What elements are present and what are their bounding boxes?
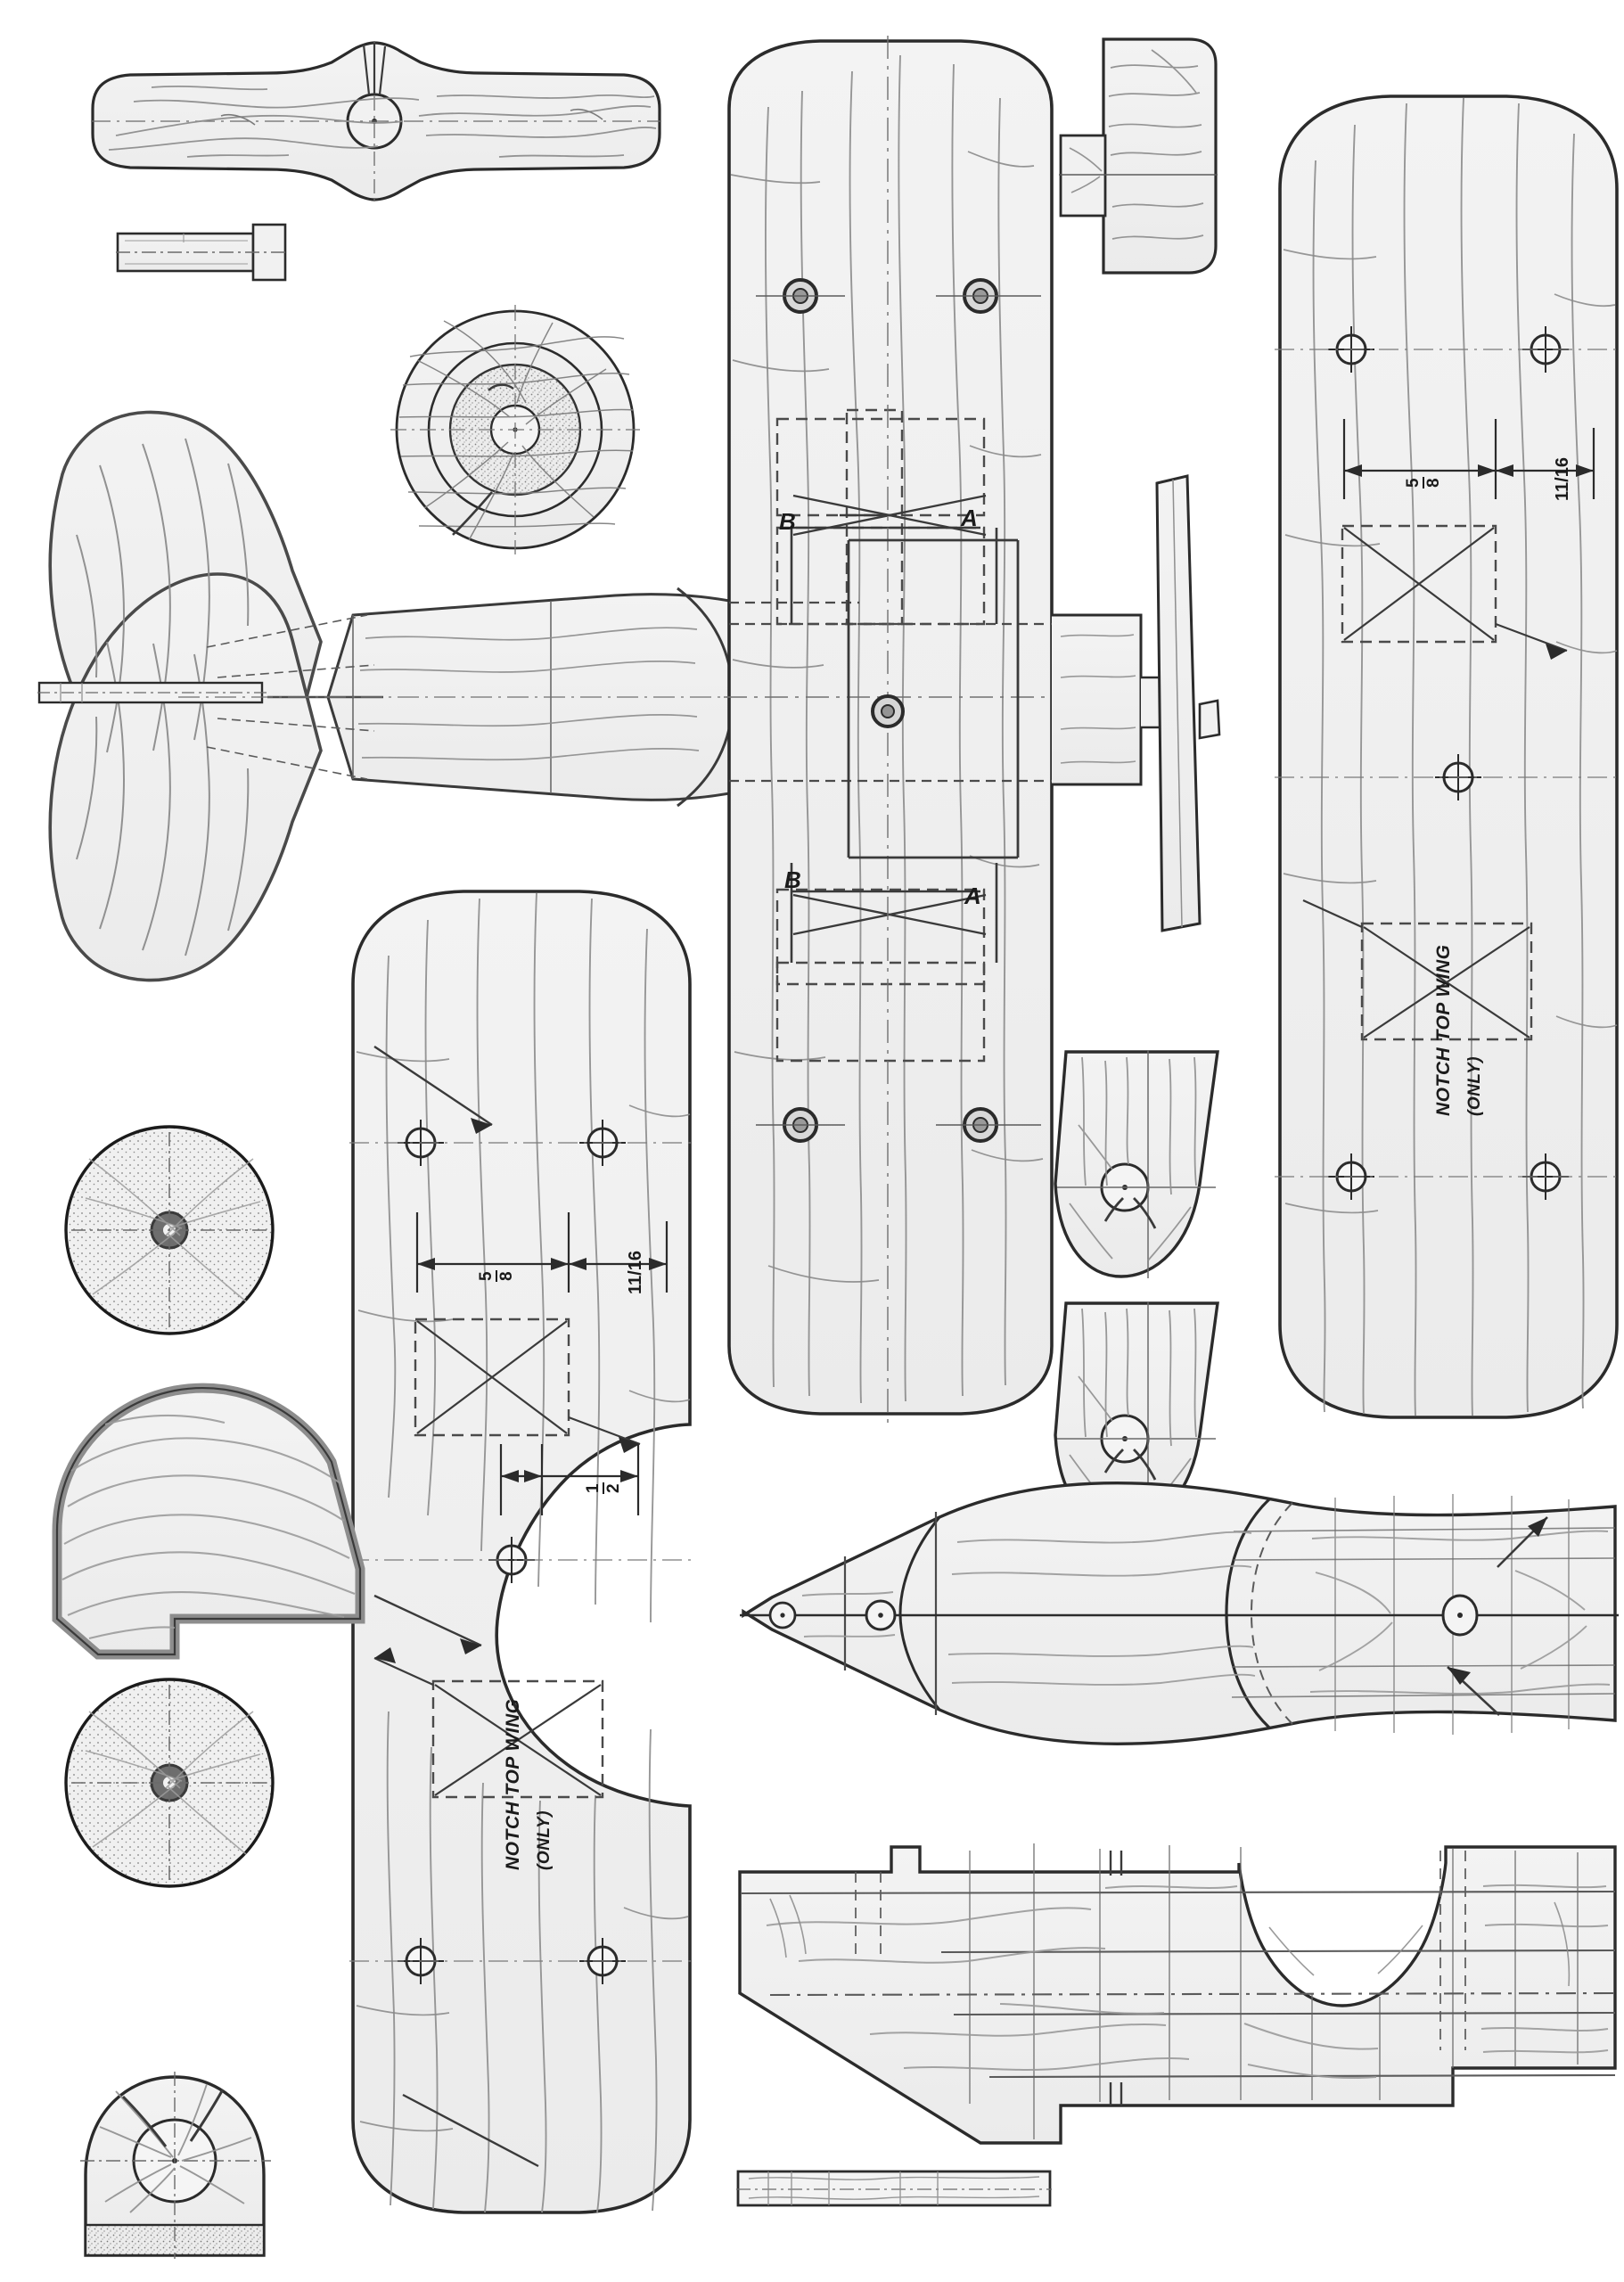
dimension-numerator: 1 xyxy=(584,1482,604,1494)
section-mark-a-bottom: A xyxy=(964,882,982,909)
dimension-left-wing-five-eighths: 5 8 xyxy=(477,1270,516,1282)
section-mark-b-bottom: B xyxy=(784,866,802,893)
propeller-shaft-bolt xyxy=(116,223,287,282)
wheel-disc-lower xyxy=(64,1678,275,1888)
dimension-right-wing-eleven-sixteenths: 11/16 xyxy=(1553,457,1572,501)
notch-note-left-wing-line1: NOTCH TOP WING xyxy=(503,1698,523,1871)
notch-note-right-wing-line1: NOTCH TOP WING xyxy=(1433,944,1454,1117)
notch-note-right-wing-line2: (ONLY) xyxy=(1465,1055,1484,1116)
nose-block-front-view xyxy=(80,2072,271,2259)
dimension-denominator: 2 xyxy=(604,1483,623,1493)
dimension-denominator: 8 xyxy=(1424,478,1443,488)
screw-holes xyxy=(756,278,1041,1143)
notch-note-left-wing-line2: (ONLY) xyxy=(535,1810,554,1870)
wing-panel-right xyxy=(1275,94,1622,1419)
thin-wood-strip xyxy=(736,2170,1052,2207)
wheel-pant-upper xyxy=(1054,1050,1219,1278)
dimension-numerator: 5 xyxy=(477,1270,497,1282)
section-mark-a-top: A xyxy=(961,505,979,531)
dimension-denominator: 8 xyxy=(497,1271,516,1281)
cowl-segment-cut xyxy=(52,1383,365,1660)
plan-holes xyxy=(768,1594,1479,1637)
spinner-front-view xyxy=(390,305,640,554)
fuselage-side-profile xyxy=(738,1843,1617,2145)
section-mark-b-top: B xyxy=(779,508,797,535)
vertical-strut xyxy=(1155,474,1221,932)
dimension-numerator: 5 xyxy=(1404,477,1424,488)
tailplane-block xyxy=(1059,37,1218,275)
propeller-blank-plan-view xyxy=(91,41,661,203)
dimension-left-wing-one-half: 1 2 xyxy=(584,1482,623,1494)
wing-panel-left xyxy=(349,890,695,2214)
center-hub xyxy=(871,694,905,728)
fuselage-plan-lower xyxy=(740,1482,1619,1745)
dimension-left-wing-eleven-sixteenths: 11/16 xyxy=(626,1251,645,1294)
dim-half-inch xyxy=(499,1444,640,1515)
dimension-right-wing-five-eighths: 5 8 xyxy=(1404,477,1443,488)
wheel-disc-upper xyxy=(64,1125,275,1335)
